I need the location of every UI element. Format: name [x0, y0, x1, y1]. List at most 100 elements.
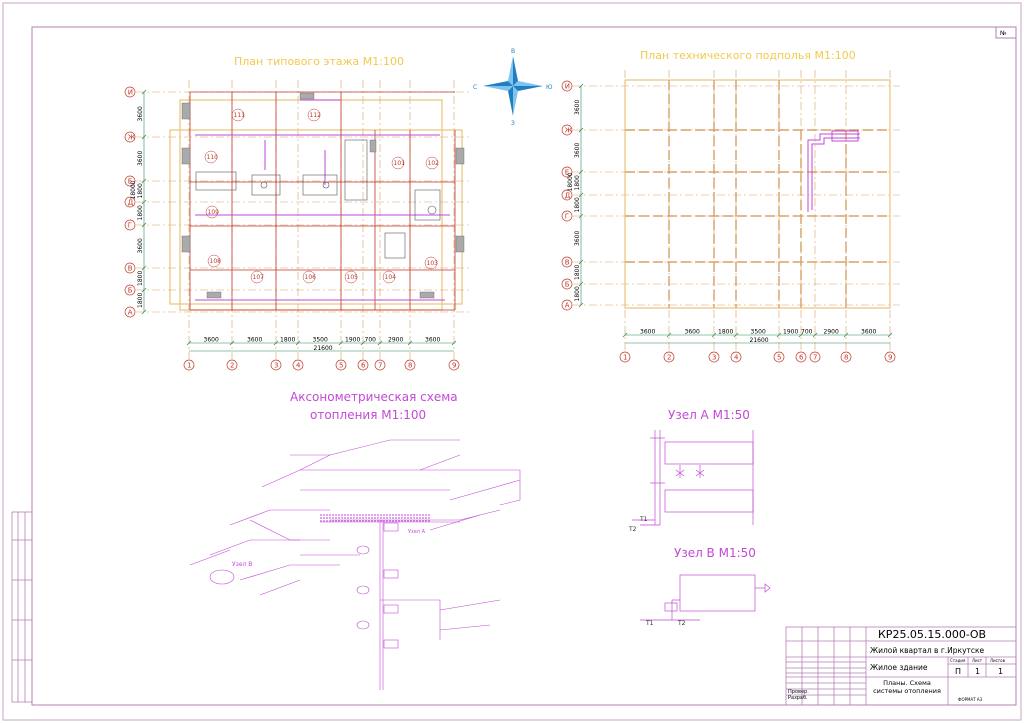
col-axis-bubble — [884, 351, 896, 363]
axon-node-a: Узел А — [408, 529, 426, 535]
room-number: 101 — [394, 160, 406, 167]
col-axis-label: 1 — [187, 361, 191, 369]
axon-node-b: Узел В — [232, 561, 252, 568]
room-number: 109 — [208, 209, 220, 216]
room-marker — [307, 108, 321, 122]
row-axis-bubble — [124, 175, 136, 187]
dim-left: 3600 — [137, 106, 144, 121]
dim-bottom: 3600 — [247, 337, 262, 344]
col-axis-label: 6 — [799, 353, 804, 361]
axon-title-2: отопления М1:100 — [310, 408, 426, 422]
row-axis-label: Г — [565, 212, 569, 220]
room-number: 111 — [234, 112, 246, 119]
row-axis-bubble — [124, 262, 136, 274]
row-axis-label: Д — [565, 191, 571, 199]
col-axis-bubble — [374, 359, 386, 371]
dim-bottom: 3600 — [425, 337, 440, 344]
dim-left: 3600 — [574, 231, 581, 246]
dim-left: 1800 — [574, 197, 581, 212]
dim-left: 3600 — [137, 238, 144, 253]
row-axis-bubble — [124, 306, 136, 318]
room-marker — [204, 150, 218, 164]
node-b-detail: Узел В М1:50 Т1 Т2 — [640, 546, 771, 627]
col-axis-label: 5 — [777, 353, 781, 361]
dim-bottom-total: 21600 — [750, 337, 769, 344]
col-axis-bubble — [335, 359, 347, 371]
room-number: 112 — [310, 112, 322, 119]
room-number: 107 — [253, 274, 265, 281]
col-axis-bubble — [795, 351, 807, 363]
compass-e: Ю — [546, 84, 553, 91]
dim-bottom: 700 — [365, 337, 377, 344]
row-axis-bubble — [124, 196, 136, 208]
room-marker — [302, 270, 316, 284]
stamp-format: ФОРМАТ А3 — [958, 697, 983, 702]
compass-n: В — [511, 48, 515, 55]
dim-left: 1800 — [574, 286, 581, 301]
dim-left: 1800 — [137, 183, 144, 198]
col-axis-label: 7 — [813, 353, 817, 361]
row-axis-bubble — [124, 219, 136, 231]
stamp-content: Планы. Схема системы отопления — [873, 679, 941, 695]
row-axis-bubble — [561, 124, 573, 136]
col-axis-bubble — [840, 351, 852, 363]
row-axis-label: А — [565, 301, 570, 309]
stamp-project: Жилой квартал в г.Иркутске — [870, 646, 985, 655]
row-axis-bubble — [124, 284, 136, 296]
dim-bottom: 3600 — [640, 329, 655, 336]
row-axis-bubble — [561, 80, 573, 92]
compass-s: З — [511, 120, 515, 127]
col-axis-label: 3 — [712, 353, 716, 361]
row-axis-label: Ж — [565, 126, 573, 134]
dim-left: 1800 — [137, 205, 144, 220]
stamp-code: КР25.05.15.000-ОВ — [878, 628, 986, 641]
room-number: 103 — [427, 260, 439, 267]
axonometric-scheme: Аксонометрическая схема отопления М1:100 — [189, 390, 521, 690]
node-b-t2: Т2 — [677, 620, 686, 627]
compass-rose: В З С Ю — [473, 48, 553, 127]
dim-left-total: 18000 — [130, 180, 137, 199]
col-axis-bubble — [663, 351, 675, 363]
dim-left: 1800 — [137, 271, 144, 286]
col-axis-label: 9 — [888, 353, 892, 361]
stamp-developed: Разраб. — [788, 695, 808, 701]
node-a-t2: Т2 — [628, 526, 637, 533]
stamp-sheets: 1 — [998, 667, 1003, 676]
col-axis-bubble — [448, 359, 460, 371]
room-number: 104 — [385, 274, 397, 281]
col-axis-label: 5 — [339, 361, 343, 369]
dim-bottom-total: 21600 — [314, 345, 333, 352]
row-axis-bubble — [561, 299, 573, 311]
stamp-stage-h: Стадия — [950, 658, 966, 663]
plan-floor-title: План типового этажа М1:100 — [234, 55, 404, 68]
row-axis-bubble — [561, 256, 573, 268]
room-number: 102 — [428, 160, 440, 167]
col-axis-label: 7 — [378, 361, 382, 369]
dim-bottom: 1800 — [280, 337, 295, 344]
col-axis-bubble — [773, 351, 785, 363]
col-axis-bubble — [357, 359, 369, 371]
dim-left-total: 18000 — [567, 172, 574, 191]
row-axis-label: Ж — [128, 133, 136, 141]
row-axis-label: А — [128, 308, 133, 316]
col-axis-label: 3 — [274, 361, 278, 369]
room-marker — [382, 270, 396, 284]
title-block: КР25.05.15.000-ОВ Жилой квартал в г.Ирку… — [785, 626, 1017, 706]
row-axis-label: Е — [565, 168, 569, 176]
dim-bottom: 1900 — [345, 337, 360, 344]
compass-w: С — [473, 84, 477, 91]
dim-bottom: 2900 — [388, 337, 403, 344]
dim-bottom: 3600 — [861, 329, 876, 336]
stamp-sheet-h: Лист — [972, 658, 983, 663]
stamp-sheet: 1 — [975, 667, 980, 676]
plan-typical-floor: План типового этажа М1:100 — [124, 55, 470, 371]
dim-bottom: 1900 — [783, 329, 798, 336]
dim-left: 3600 — [574, 143, 581, 158]
col-axis-bubble — [292, 359, 304, 371]
col-axis-bubble — [708, 351, 720, 363]
room-number: 106 — [305, 274, 317, 281]
room-marker — [391, 156, 405, 170]
stamp-sheets-h: Листов — [990, 658, 1006, 663]
